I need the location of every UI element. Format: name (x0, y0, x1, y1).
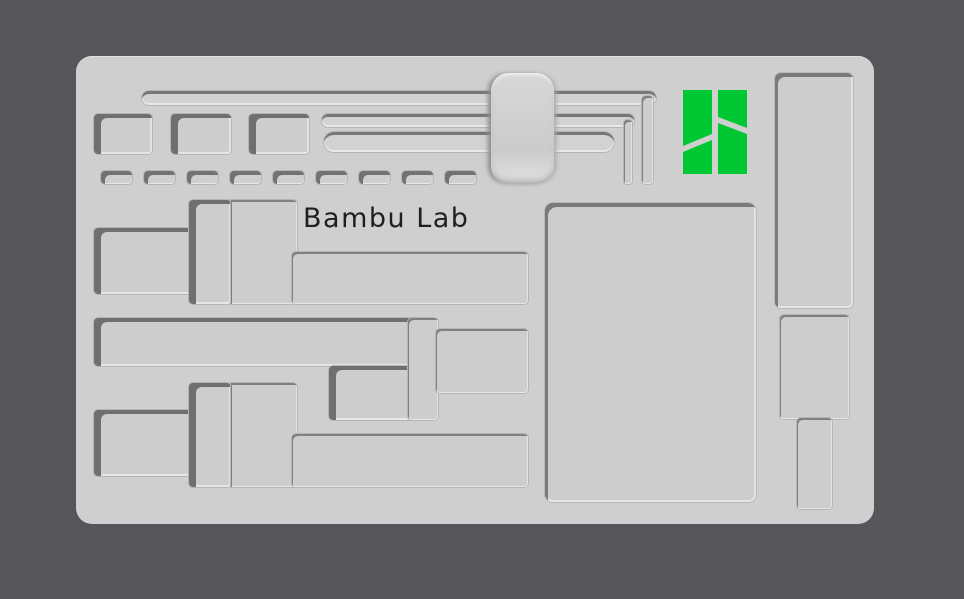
tool-cutout-3-tip (292, 434, 528, 487)
bit-slot-6 (316, 171, 347, 184)
small-pocket-2 (171, 114, 231, 154)
small-pocket-1 (94, 114, 152, 154)
right-narrow-pocket (797, 418, 832, 509)
bit-slot-7 (359, 171, 390, 184)
brand-text: Bambu Lab (303, 203, 470, 234)
tool-cutout-1-handle (94, 228, 196, 294)
bit-slot-3 (187, 171, 218, 184)
bit-slot-2 (144, 171, 175, 184)
bit-slot-4 (230, 171, 261, 184)
right-tall-pocket (775, 73, 853, 308)
long-slot-middle (322, 114, 634, 127)
l-slot-vertical-outer (642, 96, 653, 184)
bit-slot-5 (273, 171, 304, 184)
l-slot-vertical-inner (624, 120, 632, 184)
bit-slot-1 (101, 171, 132, 184)
tool-cutout-3-body (189, 383, 231, 487)
tool-cutout-2-body (408, 318, 438, 420)
tool-cutout-2-handle (94, 318, 414, 366)
raised-finger-grip (491, 73, 554, 184)
small-pocket-3 (249, 114, 309, 154)
tool-cutout-1-body (189, 200, 231, 304)
long-slot-rounded (324, 132, 614, 152)
tool-cutout-1-tip (292, 252, 528, 304)
tool-cutout-2-tip (436, 329, 528, 393)
bit-slot-9 (445, 171, 476, 184)
large-rectangle-pocket (545, 203, 756, 502)
tool-cutout-2-step (329, 366, 415, 420)
tool-cutout-3-shaft (231, 383, 297, 487)
bit-slot-8 (402, 171, 433, 184)
tool-cutout-1-shaft (231, 200, 297, 304)
long-slot-top (142, 91, 656, 105)
right-lower-pocket (780, 315, 849, 419)
tool-cutout-3-handle (94, 410, 196, 476)
bambu-lab-logo-icon (683, 90, 747, 174)
